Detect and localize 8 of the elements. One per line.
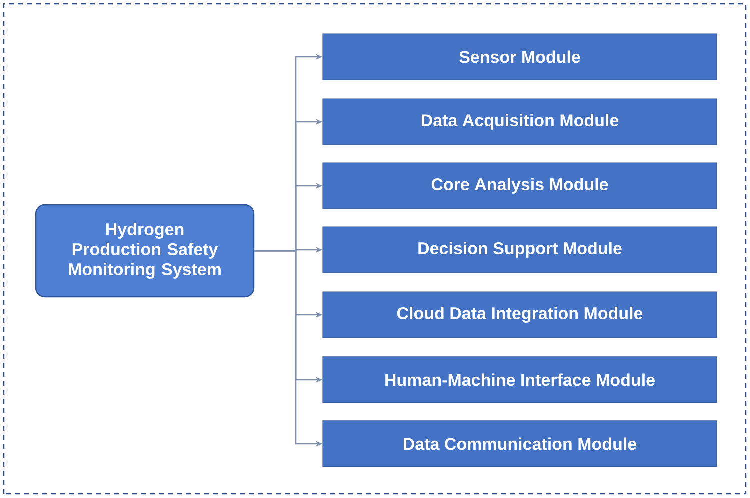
module-box: Sensor Module — [322, 34, 718, 80]
module-box: Cloud Data Integration Module — [322, 292, 718, 338]
module-box: Decision Support Module — [322, 226, 718, 274]
system-box: Hydrogen Production Safety Monitoring System — [35, 204, 255, 298]
module-box: Data Acquisition Module — [322, 98, 718, 146]
module-box: Data Communication Module — [322, 420, 718, 468]
module-box: Core Analysis Module — [322, 162, 718, 210]
module-box: Human-Machine Interface Module — [322, 356, 718, 404]
